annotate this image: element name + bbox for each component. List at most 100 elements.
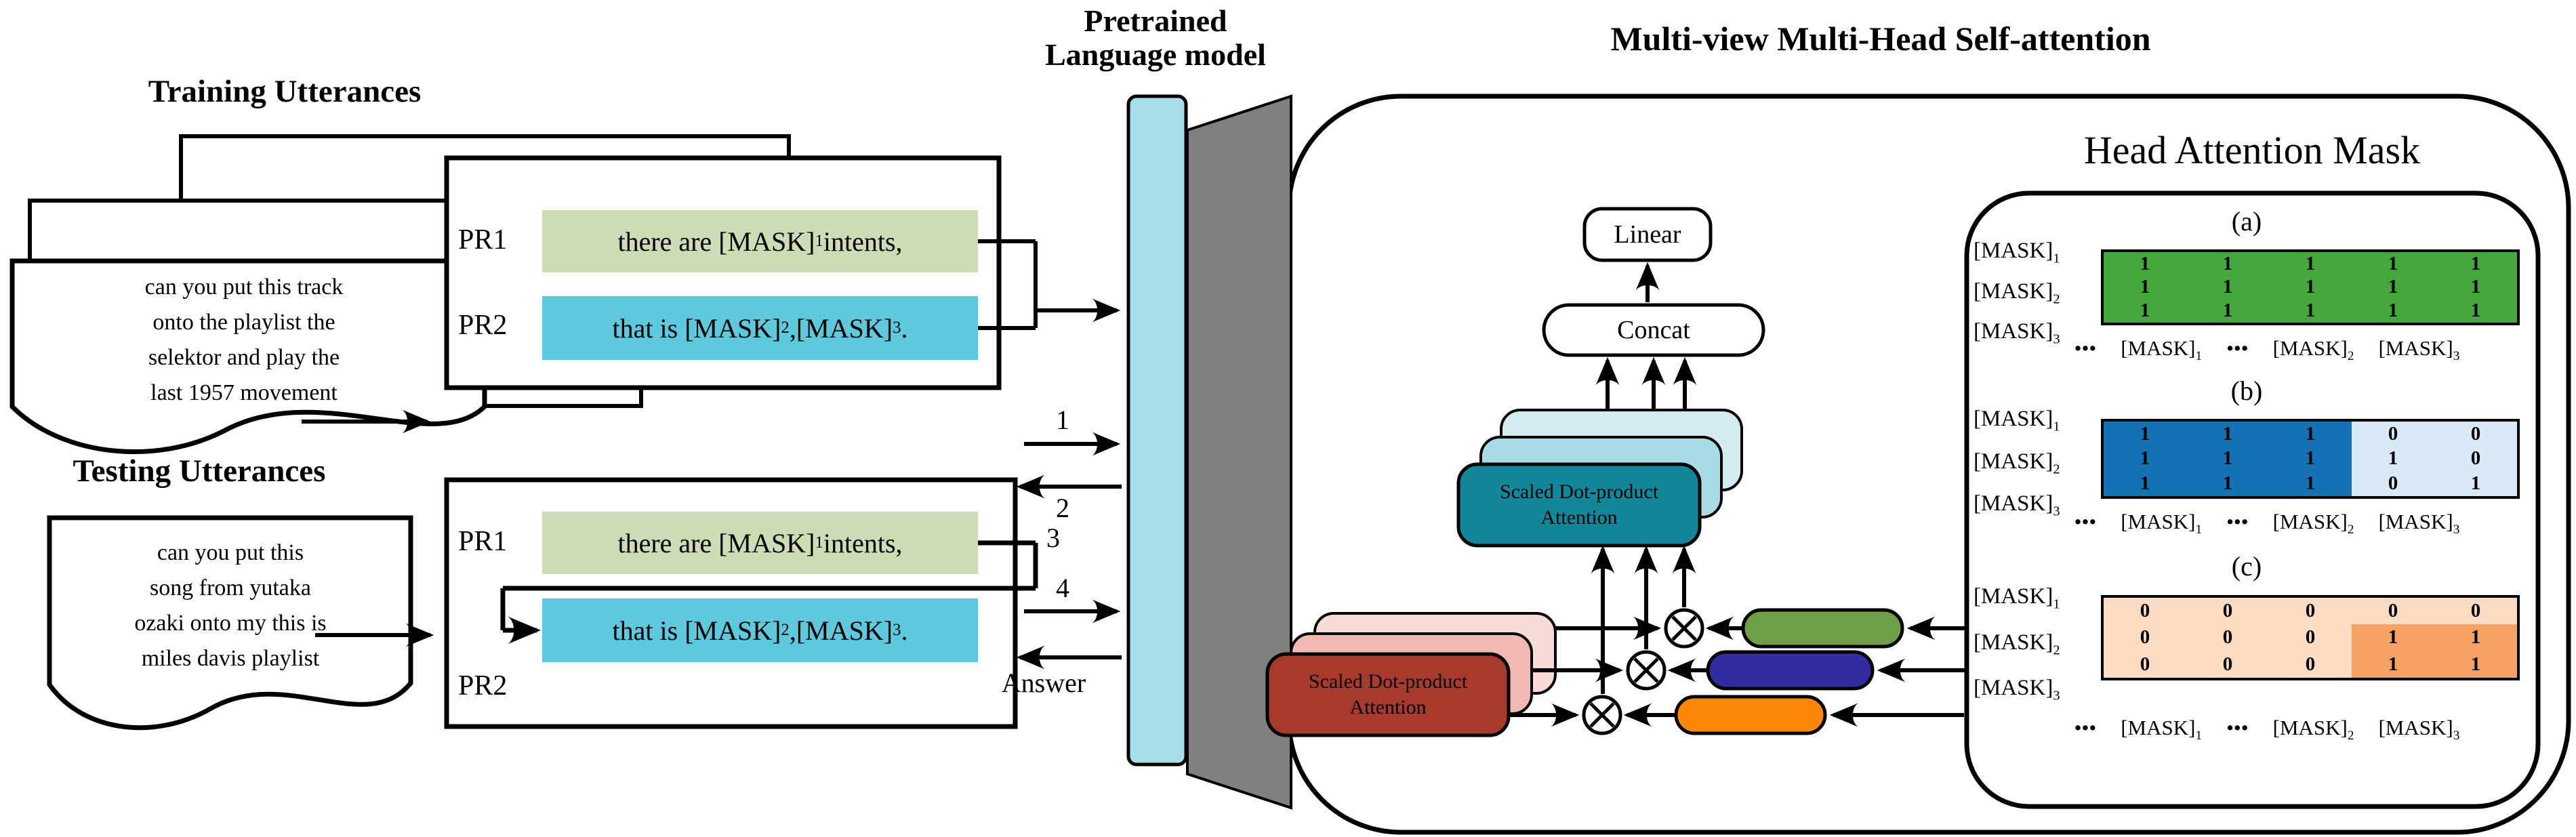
step1-label: 1 — [1056, 405, 1069, 435]
head-attention-mask-title: Head Attention Mask — [2083, 128, 2421, 172]
matrix-b-label: (b) — [2230, 375, 2263, 406]
testing-pr1-stripe — [542, 512, 978, 574]
lm-title-line1: Pretrained — [1084, 3, 1227, 38]
matrix-c-col-labels: •••[MASK]1•••[MASK]2[MASK]3 — [2006, 716, 2528, 743]
mask-cell: 0 — [2305, 626, 2316, 649]
answer-label: Answer — [1001, 668, 1086, 698]
mask-cell: 1 — [2269, 471, 2352, 496]
center-attention-stack — [1456, 207, 1765, 694]
ellipsis-dots: ••• — [2226, 510, 2249, 533]
testing-document — [47, 515, 413, 731]
oval-to-otimes-arrows — [1623, 616, 1742, 727]
mask-col-label: [MASK]2 — [2272, 336, 2354, 364]
mask-cell: 1 — [2388, 300, 2398, 322]
mask-cell: 1 — [2269, 422, 2352, 447]
training-pr-box — [444, 155, 1002, 390]
doc-line: can you put this track — [144, 274, 344, 300]
view-ovals — [1674, 608, 1904, 735]
mask-cell: 1 — [2222, 252, 2233, 274]
mask-cell: 1 — [2388, 252, 2398, 274]
concat-box — [1542, 303, 1765, 357]
ellipsis-dots: ••• — [2074, 510, 2097, 533]
sdpa-line1: Scaled Dot-product — [1308, 670, 1468, 693]
mask-cell: 1 — [2140, 252, 2150, 274]
orange-view-oval — [1674, 695, 1827, 735]
mask-cell: 0 — [2222, 626, 2233, 649]
training-pr1-label: PR1 — [458, 224, 508, 256]
linear-label: Linear — [1614, 220, 1681, 249]
mask-cell: 1 — [2269, 446, 2352, 472]
testing-feedback-loop — [500, 540, 1038, 645]
pr2-text-mid: ,[MASK] — [789, 312, 893, 344]
testing-pr1-label: PR1 — [458, 526, 508, 557]
mask-cell: 1 — [2140, 276, 2150, 298]
mask-col-label: [MASK]2 — [2272, 716, 2354, 743]
training-to-lm-bracket — [978, 239, 1121, 330]
mask-cell: 1 — [2305, 300, 2316, 322]
matrix-a-col-labels: •••[MASK]1•••[MASK]2[MASK]3 — [2006, 336, 2528, 364]
mask-row-label: [MASK]2 — [1974, 630, 2060, 658]
ellipsis-dots: ••• — [2074, 336, 2097, 360]
mask-row-label: [MASK]3 — [1974, 676, 2060, 703]
mask-cell: 1 — [2470, 472, 2481, 495]
mask-row-label: [MASK]3 — [1974, 491, 2060, 519]
pr1-text-tail: intents, — [823, 527, 903, 558]
matrix-c-label: (c) — [2231, 551, 2262, 581]
mask-row-label: [MASK]2 — [1974, 449, 2060, 477]
otimes-icon — [1664, 608, 1704, 649]
training-pr1-stripe — [542, 210, 978, 272]
mask-cell: 1 — [2388, 276, 2398, 298]
mask-row-label: [MASK]1 — [1974, 584, 2060, 612]
mask-col-label: [MASK]3 — [2378, 336, 2460, 364]
doc-line: last 1957 movement — [150, 380, 338, 405]
mask-cell: 1 — [2305, 252, 2316, 274]
mask-col-label: [MASK]1 — [2121, 716, 2203, 743]
matrix-b-row-labels: [MASK]1[MASK]2[MASK]3 — [1974, 407, 2099, 519]
doc-line: selektor and play the — [148, 345, 340, 370]
mask-cell: 1 — [2434, 624, 2517, 651]
mask-cell: 1 — [2470, 276, 2481, 298]
doc-line: song from yutaka — [150, 575, 311, 600]
doc-line: ozaki onto my this is — [134, 611, 327, 636]
lm-blue-bar — [1126, 94, 1188, 767]
sdpa-line2: Attention — [1349, 696, 1427, 718]
mask-row-label: [MASK]3 — [1974, 319, 2060, 347]
mask-row-label: [MASK]1 — [1974, 239, 2060, 266]
mask-cell: 0 — [2222, 600, 2233, 622]
training-pr2-text: that is [MASK]2,[MASK]3. — [612, 312, 908, 344]
mask-cell: 1 — [2186, 422, 2269, 447]
green-view-oval — [1741, 608, 1904, 649]
mask-cell: 0 — [2140, 626, 2150, 649]
mask-cell: 1 — [2470, 252, 2481, 274]
doc-line: can you put this — [157, 540, 304, 565]
ellipsis-dots: ••• — [2226, 716, 2249, 739]
doc-line: onto the playlist the — [152, 310, 335, 335]
red-attention-front — [1265, 652, 1511, 737]
mask-cell: 1 — [2388, 447, 2398, 470]
red-sdpa-label: Scaled Dot-product Attention — [1267, 654, 1509, 735]
mask-cell: 0 — [2140, 653, 2150, 675]
mask-cell: 0 — [2305, 653, 2316, 675]
mask-cell: 1 — [2222, 276, 2233, 298]
matrix-a-label: (a) — [2231, 206, 2262, 237]
concat-label: Concat — [1617, 316, 1690, 344]
matrix-b-col-labels: •••[MASK]1•••[MASK]2[MASK]3 — [2006, 510, 2528, 537]
pr1-text-main: there are [MASK] — [617, 226, 815, 257]
otimes-icon — [1582, 695, 1622, 735]
mask-cell: 1 — [2104, 446, 2186, 472]
mask-cell: 1 — [2186, 471, 2269, 496]
mask-cell: 0 — [2388, 472, 2398, 495]
panel-to-oval-arrows — [1829, 616, 1965, 727]
sdpa-line2: Attention — [1540, 506, 1618, 529]
mask-cell: 0 — [2305, 600, 2316, 622]
pr2-text-tail: . — [901, 312, 908, 344]
mask-cell: 0 — [2222, 653, 2233, 675]
step2-label: 2 — [1056, 493, 1069, 523]
matrix-a-row-labels: [MASK]1[MASK]2[MASK]3 — [1974, 239, 2099, 347]
mask-col-label: [MASK]2 — [2272, 510, 2354, 537]
